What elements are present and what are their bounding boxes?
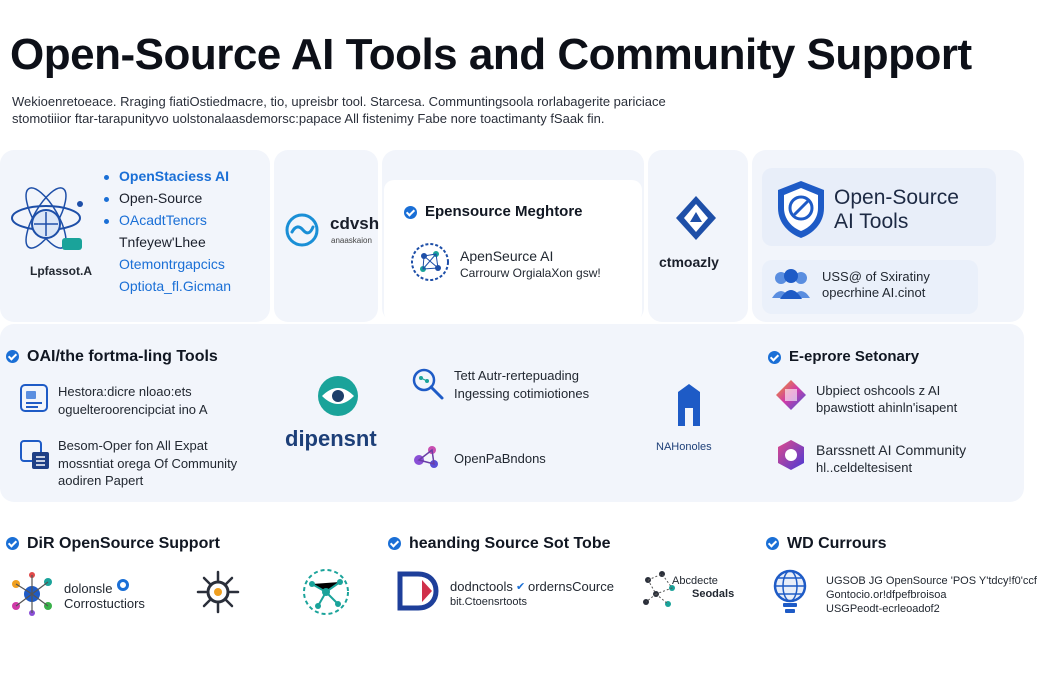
bullet-icon <box>104 196 109 202</box>
h-logo-icon <box>674 382 704 430</box>
opensource-card-line2: Carrourw OrgialaXon gsw! <box>460 266 601 280</box>
list-item[interactable]: Otemontrgapcics <box>119 256 225 272</box>
shield-icon <box>774 178 828 240</box>
mid-center-item2: OpenPaBndons <box>454 451 546 466</box>
bracket-logo-icon <box>396 570 440 612</box>
list-item[interactable]: OpenStaciess AI <box>104 165 231 187</box>
ost-line1: Open-Source <box>834 186 959 209</box>
opensource-card-line1: ApenSeurce AI <box>460 248 554 264</box>
check-icon <box>766 537 779 551</box>
dotted-network-icon <box>638 568 686 612</box>
check-icon <box>6 537 19 551</box>
bottom-col2-heading: heanding Source Sot Tobe <box>388 535 611 553</box>
intro-line-1: Wekioenretoeace. Rraging fiatiOstiedmacr… <box>12 94 666 109</box>
mid-left-item1-line1: Hestora:dicre nloao:ets <box>58 384 192 399</box>
intro-line-2: stomotiiior ftar-tarapunityvo uolstonala… <box>12 111 605 126</box>
mid-right-item2-line2: hl..celdeltesisent <box>816 460 913 475</box>
bottom-col2-item-line2: bit.Ctoensrtoots <box>450 596 528 608</box>
cdvsh-sub: anaaskaion <box>331 236 372 245</box>
bullet-icon <box>104 218 109 224</box>
check-icon <box>6 350 19 364</box>
verified-icon: ✔ <box>516 581 526 593</box>
ring-icon <box>117 579 129 591</box>
bottom-col2-item-line1: dodnctools <box>450 579 513 594</box>
teal-network-icon <box>300 566 352 618</box>
usss-line2: opecrhine AI.cinot <box>822 285 926 300</box>
opensource-card-heading: Epensource Meghtore <box>404 203 583 220</box>
gear-sun-icon <box>194 568 242 616</box>
bottom-col3-heading: WD Currours <box>766 535 887 553</box>
bottom-col1-heading: DiR OpenSource Support <box>6 535 220 553</box>
atom-globe-logo <box>6 186 100 256</box>
bottom-col1-item-line1: dolonsle <box>64 581 113 596</box>
mid-left-heading: OAI/the fortma-ling Tools <box>6 348 218 366</box>
usss-line1: USS@ of Sxiratiny <box>822 269 930 284</box>
network-brain-icon <box>408 240 452 284</box>
top-left-list: OpenStaciess AI Open-Source OAcadtTencrs… <box>104 165 231 297</box>
molecule-icon <box>410 440 442 472</box>
document-icon <box>18 382 50 414</box>
bottom-col2-item-line1b: ordernsCource <box>528 579 614 594</box>
list-item[interactable]: Tnfeyew'Lhee <box>119 234 206 250</box>
bottom-col2-side-line2: Seodals <box>692 588 735 600</box>
magnifier-network-icon <box>408 364 448 404</box>
mid-left-item2-line2: mossntiat orega Of Community <box>58 456 238 471</box>
globe-bulb-icon <box>770 568 810 616</box>
mid-center-item1-line1: Tett Autr-rertepuading <box>454 368 580 383</box>
nah-label: NAHonoles <box>656 441 712 453</box>
mid-right-item1-line2: bpawstiott ahinln'isapent <box>816 400 958 415</box>
top-panel-cdvsh <box>274 150 378 322</box>
community-badge-icon <box>774 438 808 472</box>
list-item[interactable]: Open-Source <box>104 187 231 209</box>
bottom-col3-item-line1: UGSOB JG OpenSource 'POS Y'tdcy!f0'ccf <box>826 575 1037 587</box>
middle-panel <box>0 324 1024 502</box>
colorful-network-icon <box>8 570 56 618</box>
check-icon <box>388 537 401 551</box>
mid-right-item2-line1: Barssnett AI Community <box>816 442 967 458</box>
bottom-col3-item-line2: Gontocio.or!dfpefbroisoa <box>826 589 947 601</box>
gradient-shape-icon <box>774 378 808 412</box>
eye-shield-logo-icon <box>314 372 362 420</box>
mid-right-item1-line1: Ubpiect oshcools z AI <box>816 383 941 398</box>
check-icon <box>768 350 781 364</box>
ost-line2: AI Tools <box>834 210 909 233</box>
mid-right-heading: E-eprore Setonary <box>768 348 919 365</box>
users-icon <box>768 266 814 302</box>
list-item[interactable]: Optiota_fl.Gicman <box>119 278 232 294</box>
mid-left-item2-line1: Besom-Oper fon All Expat <box>58 438 208 453</box>
diamond-logo-icon <box>672 192 720 244</box>
page-title: Open-Source AI Tools and Community Suppo… <box>10 30 972 79</box>
opensource-card[interactable] <box>384 180 642 322</box>
bottom-col2-side-line1: Abcdecte <box>672 575 718 587</box>
check-icon <box>404 205 417 219</box>
chip-icon <box>18 438 52 472</box>
dipensnt-label: dipensnt <box>285 426 377 451</box>
bottom-col3-item-line3: USGPeodt-ecrleoadof2 <box>826 603 940 615</box>
usss-card[interactable] <box>762 260 978 314</box>
mid-left-item2-line3: aodiren Papert <box>58 473 144 488</box>
logo-label: Lpfassot.A <box>30 264 93 278</box>
list-item[interactable]: OAcadtTencrs <box>104 209 231 231</box>
mid-left-item1-line2: oguelteroorencipciat ino A <box>58 402 208 417</box>
bullet-icon <box>104 174 109 180</box>
ctmoazly-label: ctmoazly <box>659 254 719 270</box>
mid-center-item1-line2: Ingessing cotimiotiones <box>454 386 590 401</box>
bottom-col1-item-line2: Corrostuctiors <box>64 596 145 611</box>
cdvsh-name: cdvsh <box>330 214 380 233</box>
cloud-logo-icon <box>280 212 324 248</box>
